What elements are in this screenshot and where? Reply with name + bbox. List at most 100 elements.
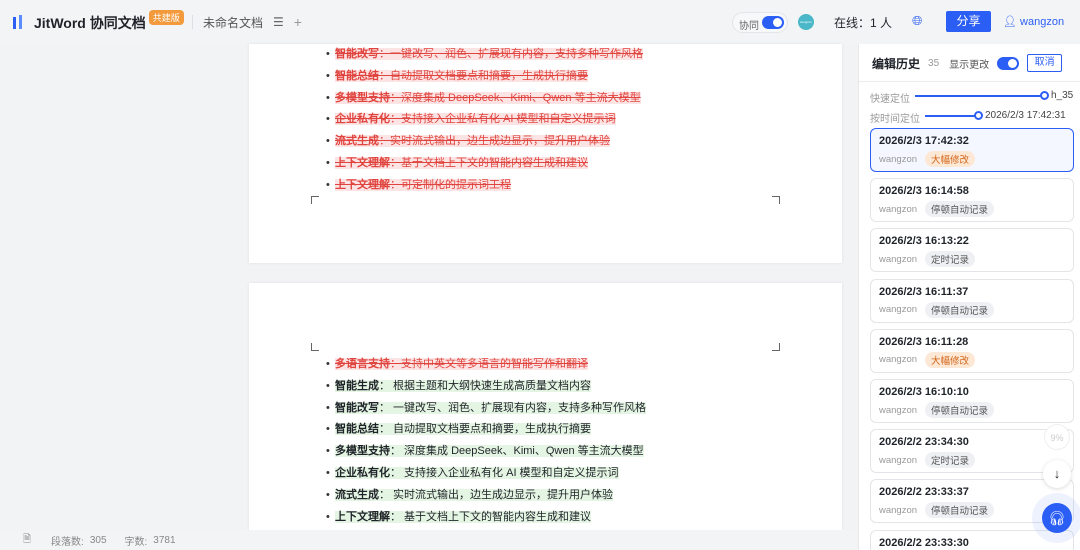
item-key: 智能生成	[335, 379, 379, 392]
entry-user: wangzon	[879, 504, 918, 516]
list-item[interactable]: 流式生成： 实时流式输出，边生成边显示，提升用户体验	[326, 488, 614, 502]
list-item[interactable]: 智能总结： 自动提取文档要点和摘要，生成执行摘要	[326, 422, 592, 436]
entry-user: wangzon	[879, 454, 918, 466]
entry-time: 2026/2/2 23:34:30	[879, 436, 969, 449]
list-item[interactable]: 上下文理解：基于文档上下文的智能内容生成和建议	[326, 156, 588, 170]
paragraphs-count: 305	[89, 534, 107, 546]
entry-tag: 停顿自动记录	[925, 301, 995, 318]
time-locate-value: 2026/2/3 17:42:31	[985, 110, 1066, 121]
history-entry[interactable]: 2026/2/2 23:34:30 wangzon 定时记录	[870, 429, 1074, 474]
add-tab-icon[interactable]: +	[293, 14, 302, 30]
headset-icon: 🎧︎	[1048, 510, 1066, 526]
item-text: ： 支持接入企业私有化 AI 模型和自定义提示词	[390, 467, 619, 479]
collab-toggle[interactable]: 协同	[732, 12, 788, 33]
list-item[interactable]: 多语言支持：支持中英文等多语言的智能写作和翻译	[326, 357, 588, 371]
show-changes-toggle[interactable]	[997, 56, 1020, 70]
history-entry[interactable]: 2026/2/3 16:13:22 wangzon 定时记录	[870, 228, 1074, 273]
list-item[interactable]: 上下文理解：可定制化的提示词工程	[326, 178, 511, 192]
quick-locate-handle[interactable]	[1040, 91, 1049, 100]
list-item[interactable]: 智能生成： 根据主题和大纲快速生成高质量文档内容	[326, 379, 592, 393]
entry-user: wangzon	[879, 253, 918, 265]
history-header: 编辑历史 35 显示更改 取消	[872, 54, 1063, 72]
item-key: 流式生成	[335, 135, 379, 148]
entry-tag: 定时记录	[925, 251, 976, 268]
item-text: ：支持接入企业私有化 AI 模型和自定义提示词	[390, 113, 616, 126]
list-item[interactable]: 多模型支持： 深度集成 DeepSeek、Kimi、Qwen 等主流大模型	[326, 444, 644, 458]
item-key: 多模型支持	[335, 445, 390, 458]
item-key: 上下文理解	[335, 510, 390, 523]
scroll-down-button[interactable]: ↓	[1043, 460, 1071, 488]
item-key: 企业私有化	[335, 113, 390, 126]
item-key: 智能总结	[335, 423, 379, 436]
outline-icon[interactable]: ☰	[273, 15, 284, 29]
entry-time: 2026/2/3 16:11:37	[879, 285, 969, 298]
user-menu[interactable]: 👤︎ wangzon	[1003, 15, 1064, 28]
entry-time: 2026/2/2 23:33:30	[879, 536, 969, 549]
history-entry[interactable]: 2026/2/3 16:11:37 wangzon 停顿自动记录	[870, 278, 1074, 323]
words-count: 3781	[153, 534, 176, 546]
entry-time: 2026/2/3 16:11:28	[879, 335, 969, 348]
collab-switch[interactable]	[762, 16, 784, 29]
item-key: 流式生成	[335, 488, 379, 501]
item-key: 智能改写	[335, 48, 379, 60]
item-text: ：实时流式输出，边生成边显示，提升用户体验	[379, 135, 610, 148]
share-button[interactable]: 分享	[946, 11, 991, 32]
item-text: ： 根据主题和大纲快速生成高质量文档内容	[379, 379, 592, 392]
document-page-2[interactable]: 多语言支持：支持中英文等多语言的智能写作和翻译智能生成： 根据主题和大纲快速生成…	[249, 283, 842, 530]
item-key: 智能总结	[335, 69, 379, 82]
globe-icon[interactable]: 🌐︎	[912, 13, 923, 28]
list-item[interactable]: 流式生成：实时流式输出，边生成边显示，提升用户体验	[326, 134, 610, 148]
list-item[interactable]: 智能改写： 一键改写、润色、扩展现有内容，支持多种写作风格	[326, 401, 647, 415]
history-entry[interactable]: 2026/2/2 23:33:30	[870, 529, 1074, 550]
divider	[192, 15, 193, 29]
list-item[interactable]: 智能总结：自动提取文档要点和摘要，生成执行摘要	[326, 69, 588, 83]
entry-time: 2026/2/3 16:13:22	[879, 235, 969, 248]
entry-user: wangzon	[879, 404, 918, 416]
collab-label: 协同	[739, 21, 759, 32]
entry-user: wangzon	[879, 153, 918, 165]
item-key: 多模型支持	[335, 91, 390, 104]
time-locate-slider[interactable]	[925, 115, 975, 117]
margin-mark	[311, 343, 319, 351]
item-key: 上下文理解	[335, 178, 390, 191]
show-changes-label: 显示更改	[949, 59, 990, 71]
entry-tag: 定时记录	[925, 452, 976, 469]
margin-mark	[311, 196, 319, 204]
item-text: ： 实时流式输出，边生成边显示，提升用户体验	[379, 488, 614, 501]
quick-locate-slider[interactable]	[915, 95, 1041, 97]
avatar[interactable]: wangzon	[798, 14, 814, 30]
list-item[interactable]: 企业私有化：支持接入企业私有化 AI 模型和自定义提示词	[326, 112, 616, 126]
status-bar: 🗎 段落数: 305 字数: 3781	[0, 530, 858, 550]
time-locate-handle[interactable]	[974, 111, 983, 120]
quick-locate-value: h_35	[1051, 90, 1074, 101]
document-page-1[interactable]: 智能改写：一键改写、润色、扩展现有内容，支持多种写作风格智能总结：自动提取文档要…	[249, 44, 842, 263]
list-item[interactable]: 上下文理解： 基于文档上下文的智能内容生成和建议	[326, 510, 592, 524]
cancel-button[interactable]: 取消	[1027, 54, 1063, 72]
item-text: ：一键改写、润色、扩展现有内容，支持多种写作风格	[379, 48, 643, 60]
entry-tag: 停顿自动记录	[925, 201, 995, 218]
entry-meta: wangzon 停顿自动记录	[879, 301, 995, 318]
list-item[interactable]: 智能改写：一键改写、润色、扩展现有内容，支持多种写作风格	[326, 47, 643, 61]
margin-mark	[772, 196, 780, 204]
history-panel: 编辑历史 35 显示更改 取消 快速定位 h_35 按时间定位 2026/2/3…	[858, 44, 1080, 550]
brand: JitWord 协同文档 共建版	[34, 10, 184, 33]
document-icon[interactable]: 🗎	[23, 533, 32, 545]
brand-name: JitWord 协同文档	[34, 15, 146, 31]
support-button[interactable]: 🎧︎	[1042, 503, 1072, 533]
paragraphs-label: 段落数:	[51, 536, 84, 548]
entry-user: wangzon	[879, 304, 918, 316]
item-text: ： 基于文档上下文的智能内容生成和建议	[390, 510, 592, 523]
list-item[interactable]: 多模型支持：深度集成 DeepSeek、Kimi、Qwen 等主流大模型	[326, 91, 641, 105]
list-item[interactable]: 企业私有化： 支持接入企业私有化 AI 模型和自定义提示词	[326, 466, 619, 480]
edition-badge: 共建版	[148, 10, 184, 25]
document-name[interactable]: 未命名文档	[203, 15, 264, 30]
